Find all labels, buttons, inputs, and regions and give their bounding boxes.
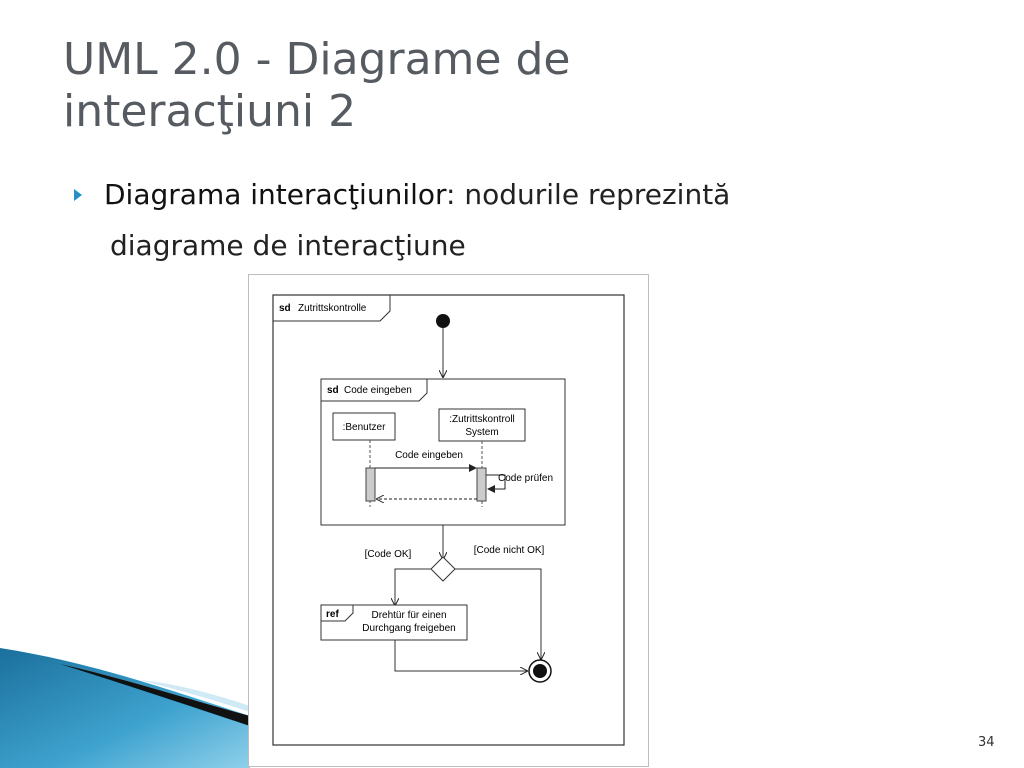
ref-label-1: Drehtür für einen [371,610,446,621]
ref-label-2: Durchgang freigeben [362,623,455,634]
outer-frame-name: Zutrittskontrolle [298,303,367,314]
lifeline-2-label-2: System [465,427,498,438]
bullet-text: Diagrama interacţiunilor: nodurile repre… [104,178,730,212]
lifeline-benutzer [332,412,396,441]
ref-frame [320,604,468,641]
guard-code-not-ok: [Code nicht OK] [474,545,545,556]
bullet-continuation: diagrame de interacţiune [110,229,466,262]
bullet-term: Diagrama interacţiunilor [104,178,447,211]
title-line-2: interacţiuni 2 [63,86,357,137]
lifeline-1-label: :Benutzer [343,422,386,433]
ref-keyword: ref [326,609,339,620]
title-line-1: UML 2.0 - Diagrame de [63,34,571,85]
lifeline-2-label-1: :Zutrittskontroll [449,414,515,425]
inner-frame-keyword: sd [327,385,339,396]
guard-code-ok: [Code OK] [365,549,412,560]
outer-frame-keyword: sd [279,303,291,314]
bullet-arrow-icon [74,189,82,201]
message-code-eingeben: Code eingeben [395,450,463,461]
decision-node [430,556,456,582]
bullet-rest: : nodurile reprezintă [446,178,731,211]
diagram-image-frame: sd Zutrittskontrolle sd Code eingeben :B… [248,274,649,767]
slide-title: UML 2.0 - Diagrame de interacţiuni 2 [63,34,963,138]
page-number: 34 [978,735,995,750]
initial-node [436,314,450,328]
outer-sd-frame [272,294,625,746]
lifeline-zutrittskontrollsystem [438,408,526,442]
inner-frame-name: Code eingeben [344,385,412,396]
interaction-overview-diagram: sd Zutrittskontrolle sd Code eingeben :B… [272,294,625,746]
message-code-pruefen: Code prüfen [498,473,553,484]
